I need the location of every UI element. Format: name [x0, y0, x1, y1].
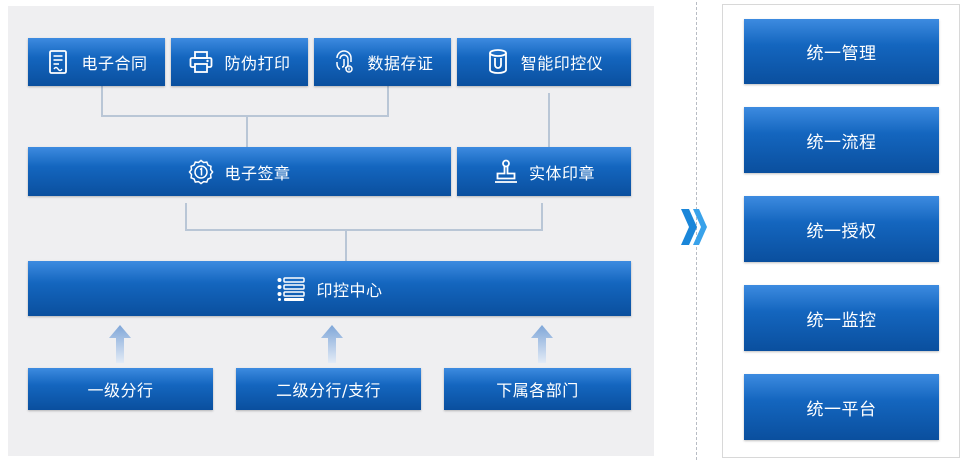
arrow-up-icon	[321, 325, 343, 363]
box-label: 电子签章	[224, 163, 291, 183]
connector	[185, 229, 543, 231]
box-label: 统一流程	[806, 132, 877, 153]
contract-document-icon	[45, 49, 71, 75]
box-label: 实体印章	[528, 163, 595, 183]
box-label: 一级分行	[87, 381, 154, 400]
box-label: 数据存证	[367, 54, 434, 73]
badge-seal-icon	[188, 159, 215, 185]
box-label: 统一授权	[806, 221, 877, 242]
connector	[101, 115, 389, 117]
box-unified-platform[interactable]: 统一平台	[744, 374, 939, 440]
connector	[548, 93, 550, 147]
arrow-up-icon	[531, 325, 553, 363]
box-unified-management[interactable]: 统一管理	[744, 19, 939, 84]
box-label: 统一监控	[806, 310, 877, 331]
box-physical-seal[interactable]: 实体印章	[457, 147, 631, 196]
box-unified-monitoring[interactable]: 统一监控	[744, 285, 939, 351]
stamp-icon	[493, 159, 519, 185]
double-chevron-right-icon	[681, 209, 707, 245]
connector	[101, 86, 103, 116]
box-anti-counterfeit-print[interactable]: 防伪打印	[171, 38, 308, 86]
divider-dashed	[696, 2, 697, 460]
box-subordinate-departments[interactable]: 下属各部门	[444, 368, 631, 410]
box-smart-seal-device[interactable]: 智能印控仪	[457, 38, 631, 86]
printer-icon	[188, 49, 214, 75]
connector	[541, 203, 543, 231]
box-label: 防伪打印	[224, 54, 291, 73]
box-label: 下属各部门	[496, 381, 579, 400]
seal-device-icon	[485, 49, 511, 75]
box-first-level-branch[interactable]: 一级分行	[28, 368, 213, 410]
box-e-contract[interactable]: 电子合同	[28, 38, 165, 86]
box-label: 智能印控仪	[520, 54, 604, 73]
box-label: 二级分行/支行	[276, 381, 381, 400]
box-label: 统一平台	[806, 399, 877, 420]
box-label: 电子合同	[81, 54, 148, 73]
box-label: 统一管理	[806, 44, 877, 64]
connector	[345, 229, 347, 261]
connector	[185, 203, 187, 231]
connector	[387, 86, 389, 116]
box-e-signature[interactable]: 电子签章	[28, 147, 451, 196]
arrow-up-icon	[109, 325, 131, 363]
box-unified-authorization[interactable]: 统一授权	[744, 196, 939, 262]
box-seal-control-center[interactable]: 印控中心	[28, 261, 631, 316]
list-icon	[276, 276, 306, 302]
fingerprint-icon	[331, 49, 357, 75]
connector	[246, 115, 248, 147]
box-unified-process[interactable]: 统一流程	[744, 107, 939, 173]
box-label: 印控中心	[316, 280, 383, 300]
box-second-level-branch[interactable]: 二级分行/支行	[236, 368, 421, 410]
box-data-evidence[interactable]: 数据存证	[314, 38, 451, 86]
